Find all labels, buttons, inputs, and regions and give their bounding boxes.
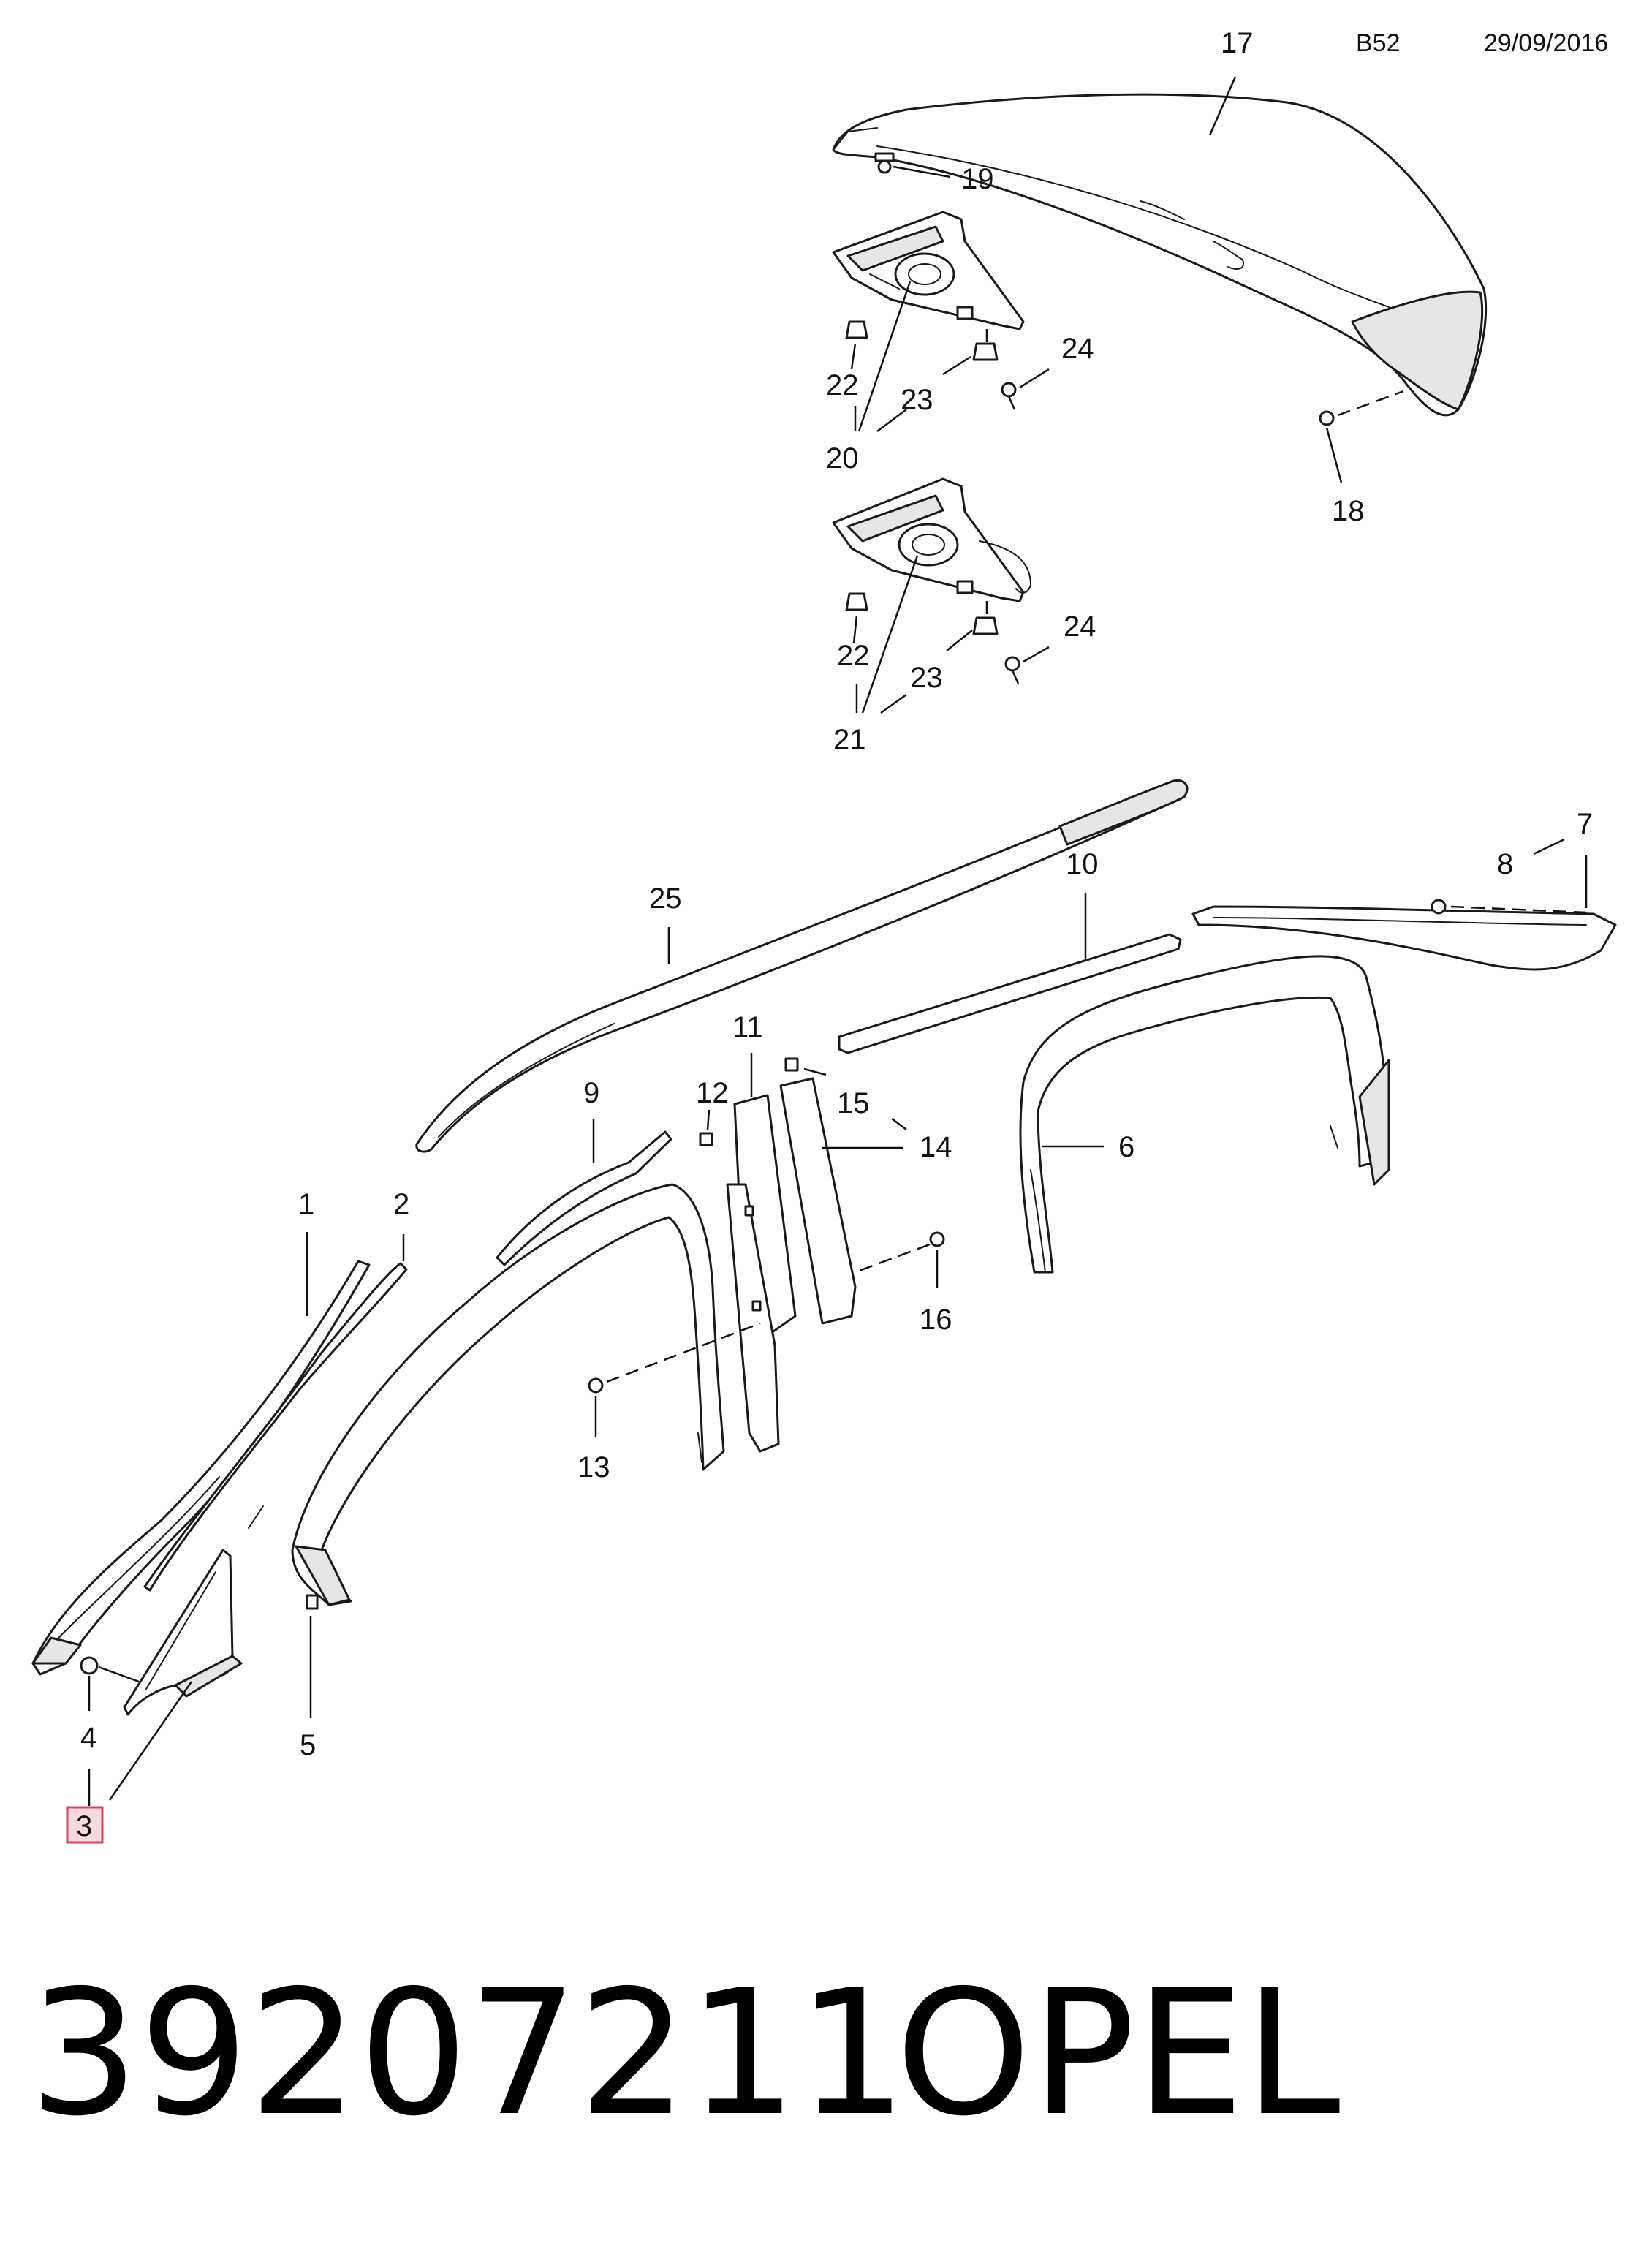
callout-4: 4 — [80, 1722, 96, 1754]
part-21-bracket[interactable] — [832, 477, 1032, 602]
callout-20: 20 — [826, 442, 859, 475]
callout-2: 2 — [393, 1188, 409, 1220]
group-code: B52 — [1356, 29, 1401, 57]
part-number: 39207211 — [29, 1953, 907, 2154]
part-1-a-pillar-trim[interactable] — [31, 1260, 371, 1676]
callout-18: 18 — [1332, 495, 1365, 527]
part-13-screw[interactable] — [588, 1377, 604, 1394]
part-10-moulding[interactable] — [838, 933, 1182, 1054]
highlighted-callout-3[interactable]: 3 — [66, 1806, 104, 1844]
part-14-c-pillar-applique[interactable] — [779, 1077, 857, 1325]
brand-name: OPEL — [895, 1953, 1341, 2154]
part-8-screw[interactable] — [1431, 899, 1447, 915]
part-25-roof-moulding[interactable] — [415, 779, 1189, 1153]
part-3-mirror-cover[interactable] — [123, 1549, 243, 1716]
part-12-clip[interactable] — [699, 1132, 713, 1146]
callout-23-upper: 23 — [901, 384, 933, 416]
callout-7: 7 — [1577, 808, 1593, 840]
part-4-clip[interactable] — [80, 1656, 99, 1675]
callout-23-lower: 23 — [910, 662, 943, 694]
part-11-b-pillar-applique[interactable] — [726, 1094, 797, 1453]
callout-25: 25 — [649, 882, 682, 915]
callout-8: 8 — [1497, 848, 1513, 880]
part-7-quarter-moulding[interactable] — [1191, 905, 1617, 971]
part-19-clip[interactable] — [874, 152, 895, 174]
callout-1: 1 — [298, 1188, 314, 1220]
callout-12: 12 — [696, 1077, 729, 1109]
part-16-screw[interactable] — [929, 1231, 945, 1247]
part-22-clip-lower[interactable] — [845, 592, 868, 611]
callout-11: 11 — [732, 1011, 763, 1043]
part-22-clip-upper[interactable] — [845, 320, 868, 339]
callout-21: 21 — [833, 724, 866, 756]
callout-16: 16 — [920, 1304, 952, 1336]
part-18-screw[interactable] — [1319, 410, 1335, 426]
callout-9: 9 — [583, 1077, 599, 1109]
part-23-nut-upper[interactable] — [972, 342, 999, 361]
callout-22-upper: 22 — [826, 369, 859, 401]
callout-3: 3 — [76, 1810, 92, 1842]
diagram-date: 29/09/2016 — [1484, 29, 1608, 57]
callout-15: 15 — [837, 1087, 870, 1119]
callout-10: 10 — [1066, 848, 1099, 880]
callout-24-upper: 24 — [1061, 333, 1094, 365]
part-5-front-door-frame[interactable] — [291, 1183, 725, 1610]
part-24-stud-upper[interactable] — [1001, 382, 1017, 410]
callout-24-lower: 24 — [1064, 611, 1096, 643]
callout-22-lower: 22 — [837, 640, 870, 672]
callout-6: 6 — [1118, 1131, 1134, 1163]
part-9-moulding[interactable] — [496, 1130, 672, 1266]
callout-14: 14 — [920, 1131, 952, 1163]
part-2-a-pillar-seal[interactable] — [143, 1262, 408, 1592]
part-24-stud-lower[interactable] — [1004, 656, 1020, 684]
part-20-bracket[interactable] — [832, 211, 1025, 330]
part-15-clip[interactable] — [784, 1057, 799, 1072]
part-6-rear-door-frame[interactable] — [1019, 955, 1390, 1274]
callout-19: 19 — [961, 163, 994, 195]
callout-13: 13 — [577, 1451, 610, 1483]
callout-5: 5 — [300, 1729, 316, 1761]
callout-17: 17 — [1221, 27, 1254, 59]
part-23-nut-lower[interactable] — [972, 616, 999, 635]
part-17-spoiler[interactable] — [832, 93, 1488, 417]
